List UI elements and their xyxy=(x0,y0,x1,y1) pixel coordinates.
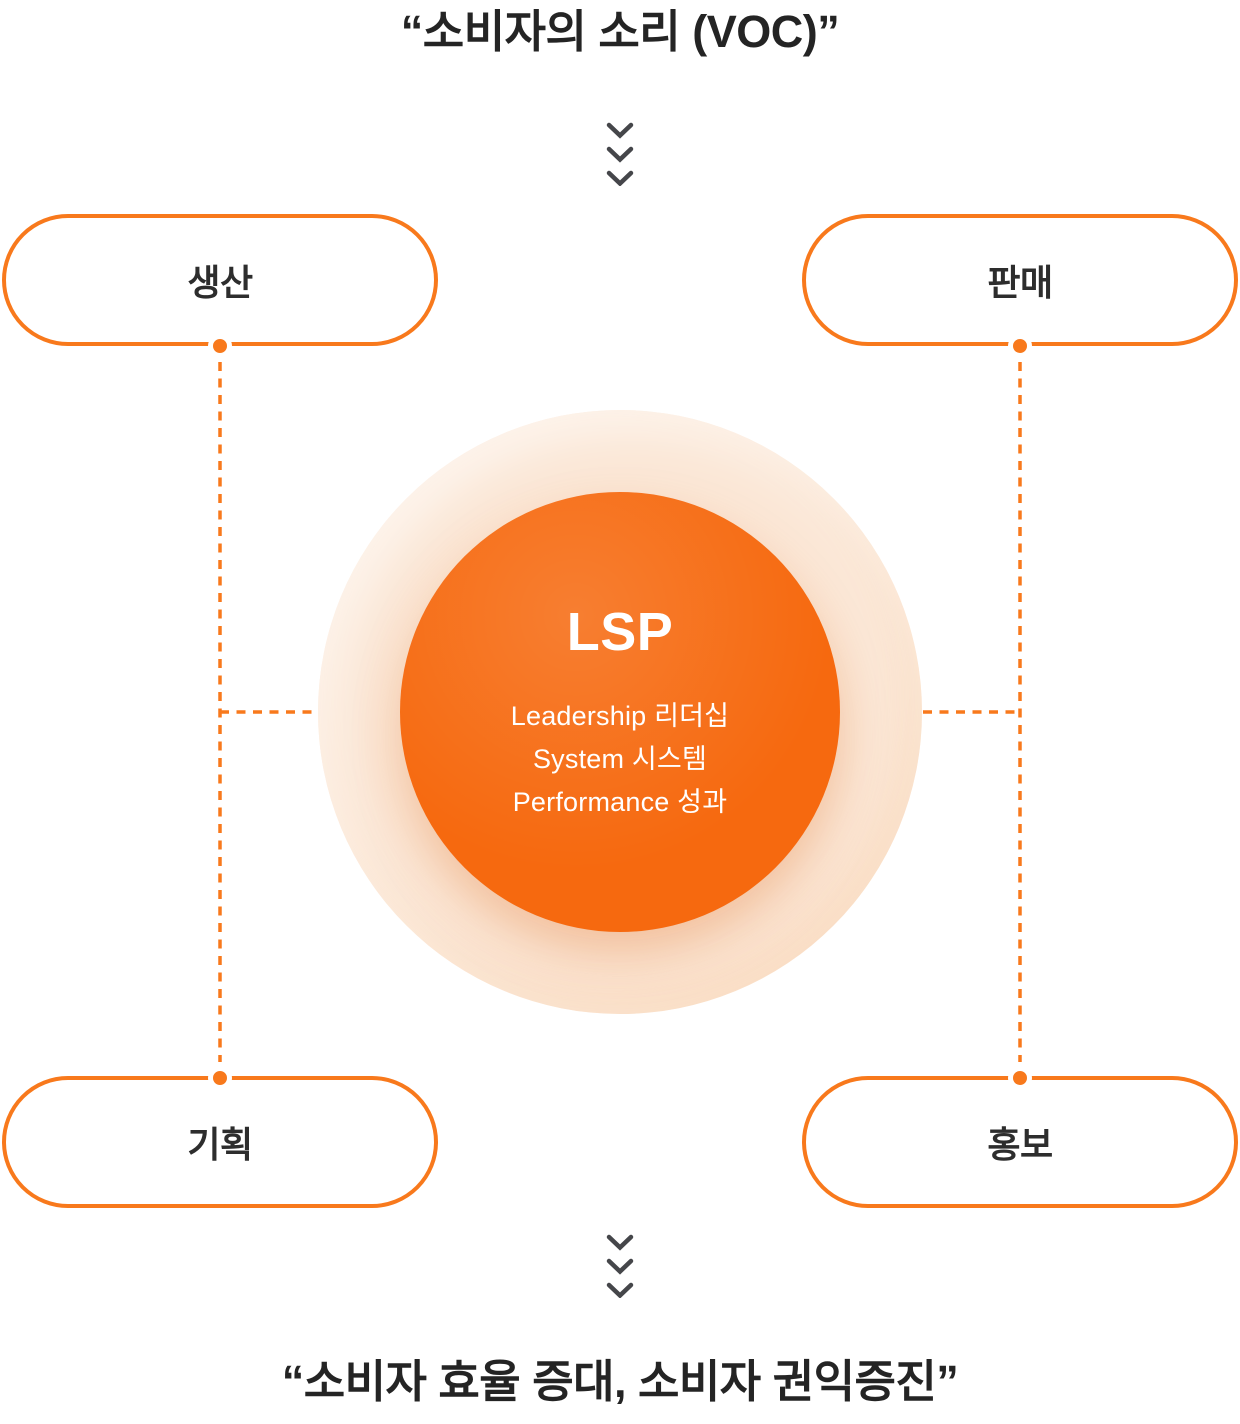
node-promotion: 홍보 xyxy=(802,1076,1238,1208)
node-sales: 판매 xyxy=(802,214,1238,346)
node-production: 생산 xyxy=(2,214,438,346)
center-heading: LSP xyxy=(566,601,674,662)
node-planning: 기획 xyxy=(2,1076,438,1208)
node-planning-label: 기획 xyxy=(187,1124,253,1165)
center-line-leadership: Leadership 리더십 xyxy=(510,700,730,731)
center-line-performance: Performance 성과 xyxy=(512,786,728,817)
center-line-system: System 시스템 xyxy=(532,743,708,774)
chevrons-down-icon xyxy=(606,122,634,186)
node-production-label: 생산 xyxy=(187,262,253,303)
center-circle: LSP Leadership 리더십 System 시스템 Performanc… xyxy=(400,492,840,932)
node-promotion-label: 홍보 xyxy=(987,1124,1053,1165)
node-sales-label: 판매 xyxy=(987,262,1053,303)
bottom-title: “소비자 효율 증대, 소비자 권익증진” xyxy=(281,1356,959,1407)
chevrons-down-icon xyxy=(606,1234,634,1298)
top-title: “소비자의 소리 (VOC)” xyxy=(400,6,840,57)
